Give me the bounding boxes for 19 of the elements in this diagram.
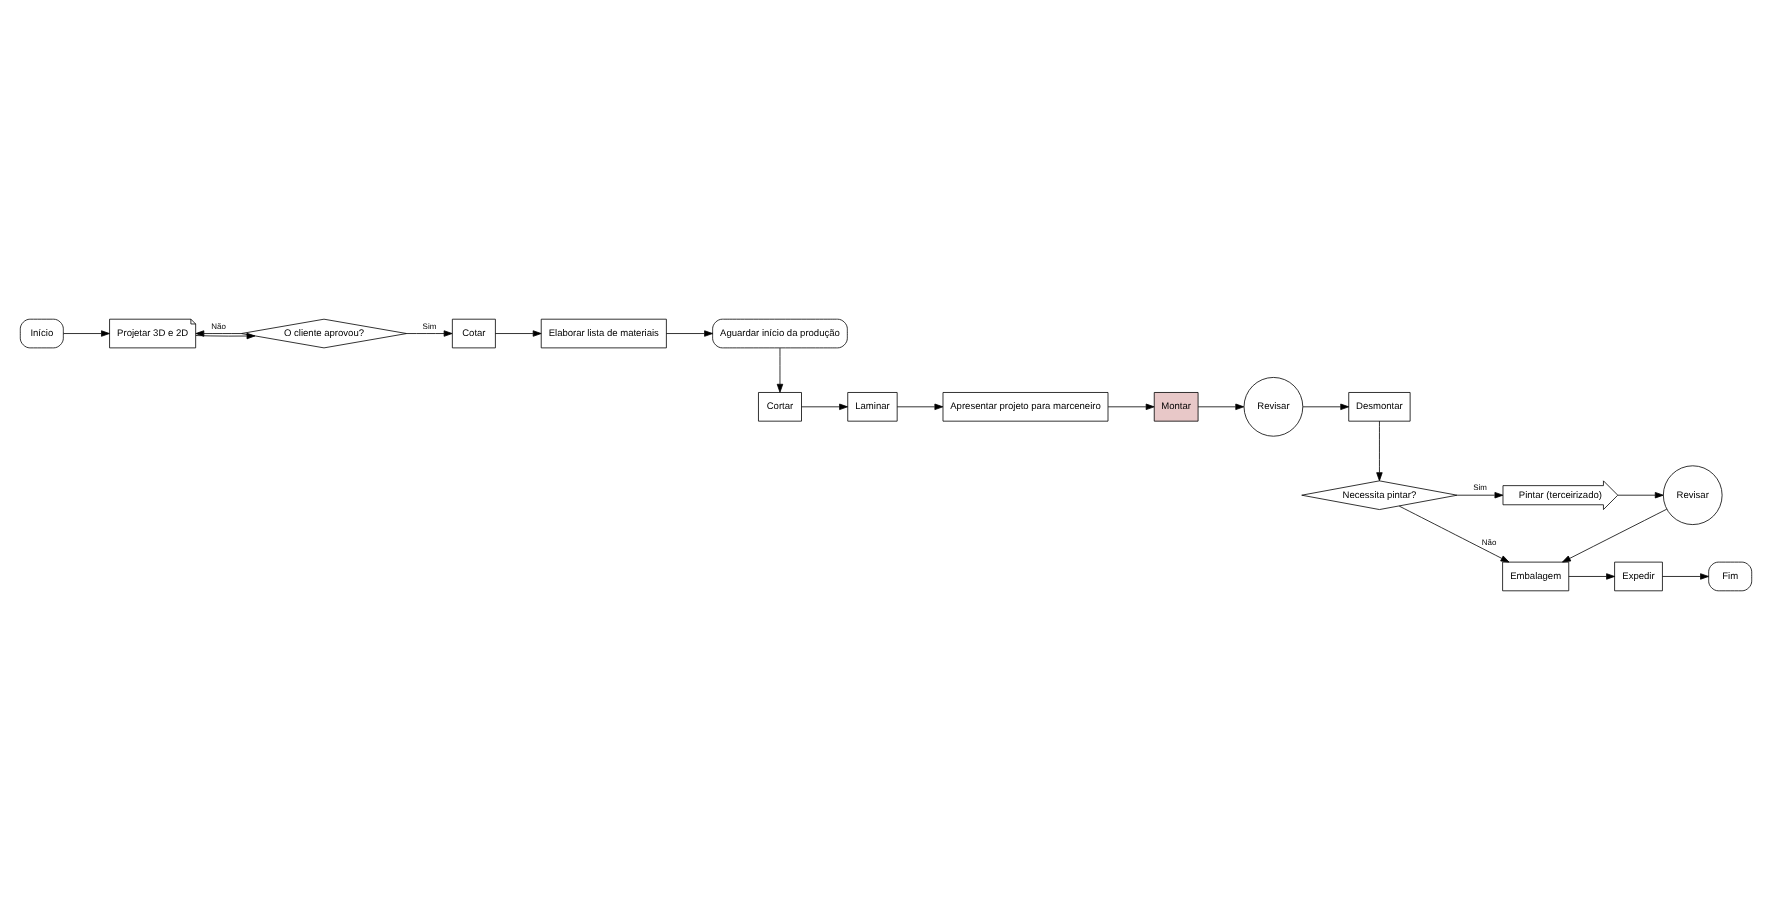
arrow [1376,419,1383,481]
arrow [1568,572,1615,579]
arrow [1617,491,1664,498]
arrow [1662,572,1709,579]
arrow [776,346,784,392]
arrow [666,329,713,336]
arrow [896,402,944,409]
arrow [495,329,542,336]
arrow [1398,504,1510,562]
arrow [1562,507,1668,562]
arrow [1456,491,1504,498]
arrow [195,331,256,339]
arrow [1197,402,1245,409]
arrow [195,329,242,336]
arrow [63,329,110,336]
arrow [406,329,453,336]
arrow [1302,402,1350,409]
arrow [801,402,848,409]
arrow [1107,402,1155,409]
